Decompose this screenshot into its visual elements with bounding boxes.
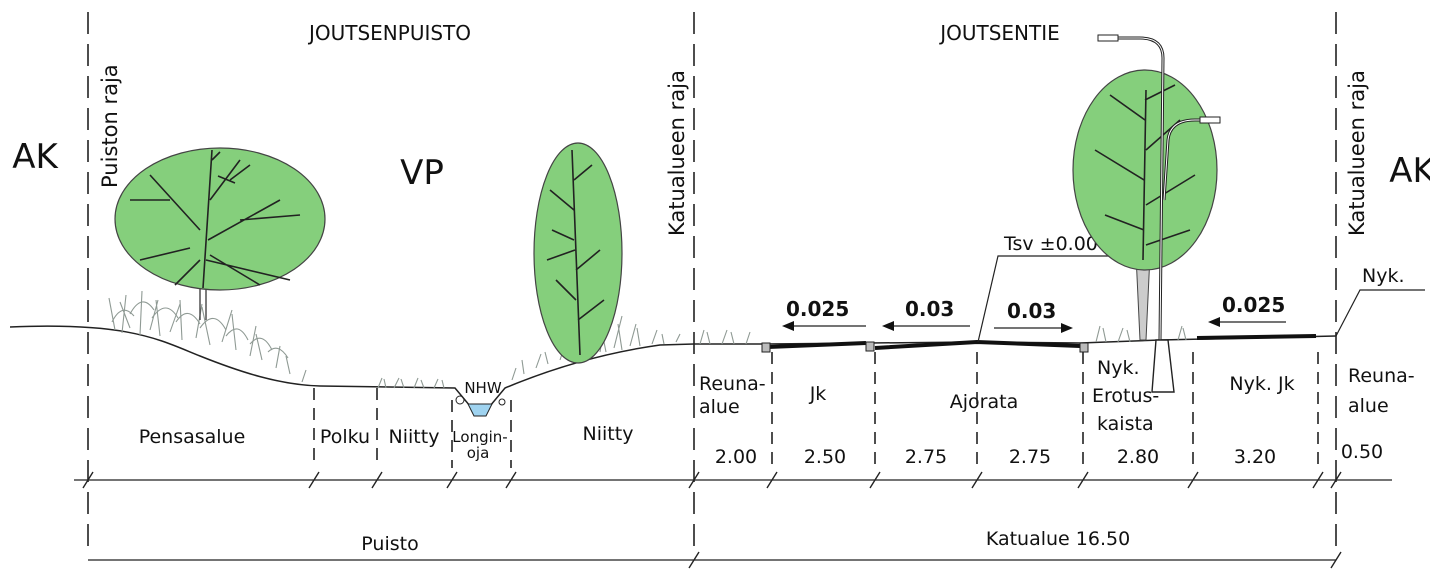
ditch-stone (498, 398, 506, 406)
existing-ground-leader (1335, 289, 1425, 337)
jk-pavement (767, 341, 867, 349)
curb (865, 341, 875, 352)
slope-nyk-jk: 0.025 (1222, 293, 1285, 317)
area-longinoja-1: Longin- (452, 428, 507, 446)
area-reuna-left-1: Reuna- (699, 373, 766, 395)
existing-label: Nyk. (1362, 265, 1405, 287)
area-pensasalue: Pensasalue (139, 426, 246, 448)
street-tree (1072, 69, 1218, 341)
arrow-head (1208, 317, 1220, 327)
slope-jk: 0.025 (786, 297, 849, 321)
zone-ak-right: AK (1389, 151, 1430, 191)
area-erotus-1: Nyk. (1097, 357, 1140, 379)
total-park: Puisto (361, 533, 418, 555)
area-ajorata: Ajorata (950, 391, 1018, 413)
area-niitty-left: Niitty (389, 426, 440, 448)
zone-vp: VP (400, 153, 444, 193)
slope-left-lane: 0.03 (905, 297, 954, 321)
ditch-water (467, 403, 493, 417)
park-title: JOUTSENPUISTO (307, 21, 471, 45)
width-nyk-jk: 3.20 (1234, 446, 1276, 468)
area-nyk-jk: Nyk. Jk (1229, 373, 1294, 395)
area-jk: Jk (809, 383, 827, 405)
nhw-label: NHW (464, 379, 502, 397)
ground-profile (9, 325, 1337, 407)
tsv-leader (977, 255, 1120, 343)
zone-ak-left: AK (12, 137, 59, 177)
park-tree-middle (533, 142, 623, 364)
curb (761, 342, 771, 353)
street-boundary-label-left: Katualueen raja (665, 70, 689, 236)
total-street: Katualue 16.50 (986, 528, 1130, 550)
area-erotus-3: kaista (1097, 413, 1154, 435)
dimension-line-totals (88, 551, 1342, 569)
area-longinoja-2: oja (467, 444, 490, 462)
area-polku: Polku (320, 426, 370, 448)
street-title: JOUTSENTIE (938, 21, 1060, 45)
area-reuna-left-2: alue (699, 396, 740, 418)
arrow-head (882, 321, 894, 331)
area-erotus-2: Erotus- (1092, 385, 1159, 407)
street-light (1097, 34, 1221, 393)
slope-right-lane: 0.03 (1007, 299, 1056, 323)
width-reuna-left: 2.00 (715, 446, 757, 468)
park-boundary-label: Puiston raja (98, 64, 122, 188)
carriageway-pavement (874, 339, 1081, 350)
tsv-label: Tsv ±0.00 (1003, 233, 1098, 255)
width-jk: 2.50 (804, 446, 846, 468)
width-erotus: 2.80 (1117, 446, 1159, 468)
width-reuna-right: 0.50 (1341, 441, 1383, 463)
shrub-group (108, 290, 1187, 389)
section-separators (313, 352, 1319, 468)
area-niitty-right: Niitty (583, 423, 634, 445)
width-lane-left: 2.75 (905, 446, 947, 468)
street-boundary-label-right: Katualueen raja (1345, 70, 1369, 236)
nyk-jk-pavement (1196, 334, 1317, 340)
area-reuna-right-2: alue (1348, 395, 1389, 417)
ditch-stone (455, 395, 465, 405)
dimension-line-parts (74, 471, 1392, 489)
arrow-head (782, 321, 794, 331)
curb (1079, 342, 1089, 353)
arrow-head (1061, 323, 1073, 333)
area-reuna-right-1: Reuna- (1348, 365, 1415, 387)
width-lane-right: 2.75 (1009, 446, 1051, 468)
park-tree-left (114, 147, 326, 320)
